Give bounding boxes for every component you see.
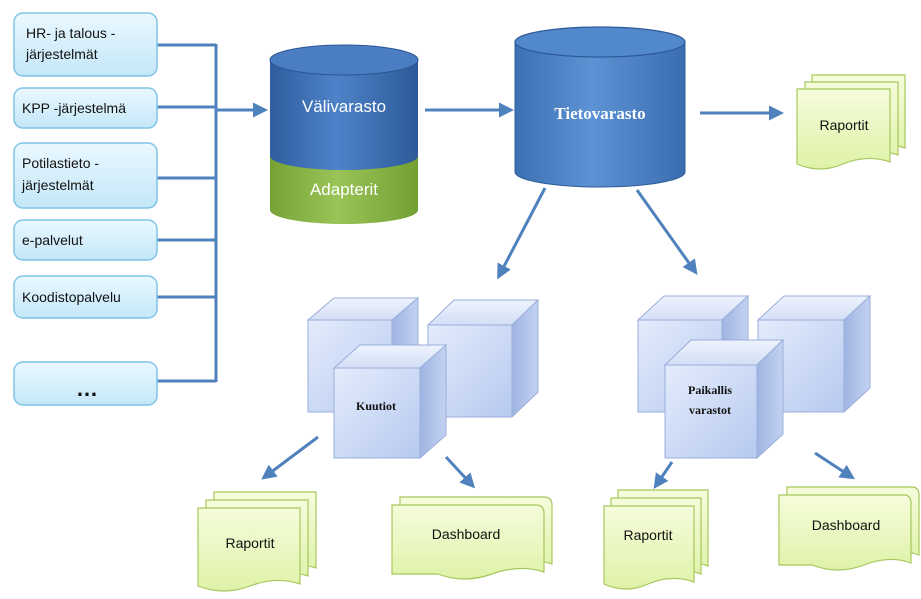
source-label-line: Potilastieto - [22, 155, 99, 171]
warehouse-label: Tietovarasto [554, 104, 645, 123]
source-box-hr-finance: HR- ja talous - järjestelmät [13, 12, 158, 77]
source-label-line: e-palvelut [22, 232, 83, 248]
source-systems: HR- ja talous - järjestelmät KPP -järjes… [13, 12, 158, 406]
adapters-label: Adapterit [310, 180, 378, 199]
source-box-e-services: e-palvelut [13, 219, 158, 261]
source-connectors [157, 43, 218, 383]
reports-top-label: Raportit [819, 117, 868, 133]
arrow-cubes-to-reports [261, 435, 319, 480]
source-box-kpp: KPP -järjestelmä [13, 87, 158, 129]
cubes-label: Kuutiot [356, 399, 396, 413]
local-dashboard: Dashboard [778, 486, 920, 571]
cube-front: Kuutiot [332, 343, 448, 460]
source-box-patient-records: Potilastieto - järjestelmät [13, 142, 158, 209]
local-stores-cluster: Paikallis varastot [636, 294, 872, 460]
local-stores-label-line: varastot [689, 403, 731, 417]
arrow-to-local-stores [635, 189, 698, 275]
local-reports-label: Raportit [623, 527, 672, 543]
arrow-local-to-reports [653, 461, 674, 489]
source-label-line: HR- ja talous - [26, 25, 116, 41]
source-label-line: Koodistopalvelu [22, 289, 121, 305]
local-stores-label-line: Paikallis [688, 383, 732, 397]
local-dashboard-label: Dashboard [812, 517, 881, 533]
arrow-to-cubes [497, 187, 547, 280]
source-label-line: KPP -järjestelmä [22, 100, 126, 116]
cube-front: Paikallis varastot [663, 338, 785, 460]
source-box-code-service: Koodistopalvelu [13, 275, 158, 319]
source-label-line: … [76, 376, 98, 401]
local-reports-stack: Raportit [603, 489, 709, 590]
staging-cylinder: Välivarasto Adapterit [269, 44, 419, 224]
cubes-cluster: Kuutiot [306, 296, 540, 460]
cubes-dashboard: Dashboard [391, 496, 553, 580]
reports-stack-top: Raportit [796, 74, 906, 170]
source-box-more: … [13, 361, 158, 406]
source-label-line: järjestelmät [25, 46, 98, 62]
arrow-local-to-dashboard [814, 451, 856, 480]
data-warehouse-cylinder: Tietovarasto [514, 26, 686, 188]
cubes-reports-stack: Raportit [197, 491, 317, 592]
staging-label: Välivarasto [302, 97, 386, 116]
cubes-reports-label: Raportit [225, 535, 274, 551]
arrow-cubes-to-dashboard [444, 455, 476, 489]
source-label-line: järjestelmät [21, 177, 94, 193]
cubes-dashboard-label: Dashboard [432, 526, 501, 542]
